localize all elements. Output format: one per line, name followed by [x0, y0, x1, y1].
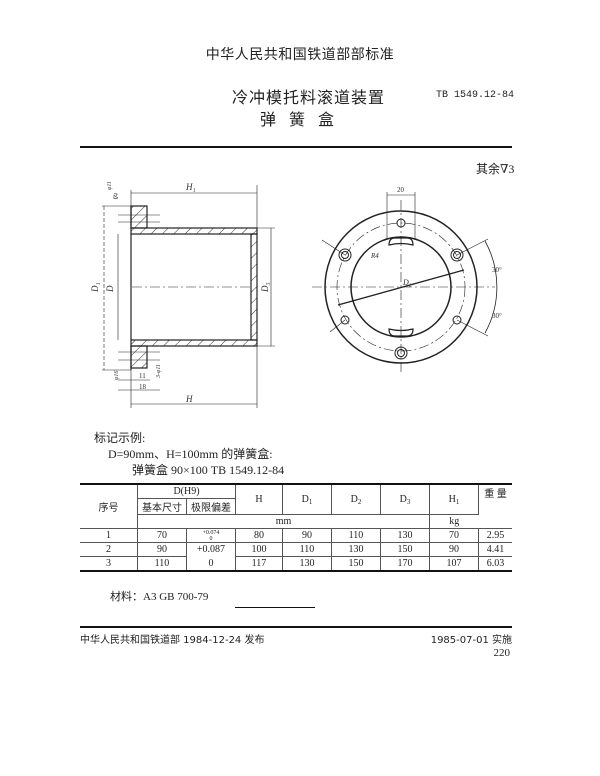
header-d1: D1 — [282, 483, 332, 515]
end-of-content-rule — [235, 607, 315, 608]
surface-roughness-note: 其余∇3 — [476, 162, 515, 176]
unit-mm: mm — [137, 514, 430, 529]
issuing-organization: 中华人民共和国铁道部部标准 — [205, 47, 395, 63]
svg-text:H: H — [185, 394, 193, 404]
header-divider — [80, 146, 512, 148]
svg-text:D: D — [105, 285, 115, 293]
svg-text:20: 20 — [397, 186, 405, 194]
svg-text:3-φ11: 3-φ11 — [156, 364, 162, 379]
marking-example-code: 弹簧盒 90×100 TB 1549.12-84 — [132, 463, 285, 477]
svg-text:30°: 30° — [492, 266, 502, 274]
header-h1: H1 — [429, 483, 479, 515]
svg-text:11: 11 — [139, 372, 146, 380]
implementation-date: 1985-07-01 实施 — [430, 635, 512, 646]
svg-text:18: 18 — [139, 383, 147, 391]
document-title: 冷冲模托料滚道装置 — [232, 88, 386, 107]
dimension-table: 序号 D(H9) H D1 D2 D3 H1 重 量 基本尺寸 极限偏差 mm … — [80, 483, 512, 572]
svg-text:D₁: D₁ — [90, 282, 100, 293]
svg-text:D₂: D₂ — [402, 278, 412, 287]
header-d3: D3 — [380, 483, 430, 515]
table-row: 2 90 +0.087 100 110 130 150 90 4.41 — [80, 542, 512, 557]
header-h: H — [235, 483, 283, 515]
header-weight: 重 量 — [478, 483, 512, 515]
header-d-tolerance: 极限偏差 — [186, 498, 236, 515]
table-row: 3 110 0 117 130 150 170 107 6.03 — [80, 556, 512, 572]
document-subtitle: 弹簧盒 — [260, 110, 348, 129]
svg-text:φ11: φ11 — [107, 181, 113, 190]
page-number: 220 — [493, 647, 511, 659]
marking-example-condition: D=90mm、H=100mm 的弹簧盒: — [108, 447, 273, 461]
svg-text:φ16: φ16 — [114, 371, 120, 380]
technical-drawing: H₁ H D D₁ D₃ 11 18 φ16 3-φ11 ∇4 φ11 — [90, 181, 502, 408]
marking-example: 标记示例: D=90mm、H=100mm 的弹簧盒: 弹簧盒 90×100 TB… — [94, 430, 284, 478]
header-d-basic: 基本尺寸 — [137, 498, 187, 515]
svg-text:30°: 30° — [492, 312, 502, 320]
header-d-h9: D(H9) — [137, 483, 236, 499]
standard-number: TB 1549.12-84 — [436, 90, 515, 101]
svg-text:H₁: H₁ — [185, 182, 196, 192]
front-view-labels: 20 R4 D₂ 30° 30° — [370, 186, 502, 320]
marking-example-heading: 标记示例: — [94, 431, 146, 445]
header-seq: 序号 — [80, 483, 138, 529]
footer-divider — [80, 626, 512, 628]
side-view-labels: H₁ H D D₁ D₃ 11 18 φ16 3-φ11 ∇4 φ11 — [90, 181, 270, 404]
svg-text:D₃: D₃ — [260, 282, 270, 293]
front-view — [312, 192, 498, 372]
issue-date: 中华人民共和国铁道部 1984-12-24 发布 — [80, 635, 265, 646]
header-d2: D2 — [331, 483, 381, 515]
svg-text:R4: R4 — [370, 252, 379, 260]
svg-text:∇4: ∇4 — [113, 193, 120, 200]
material-note: 材料：A3 GB 700-79 — [110, 591, 209, 603]
unit-kg: kg — [429, 514, 479, 529]
side-section-view — [102, 185, 275, 408]
